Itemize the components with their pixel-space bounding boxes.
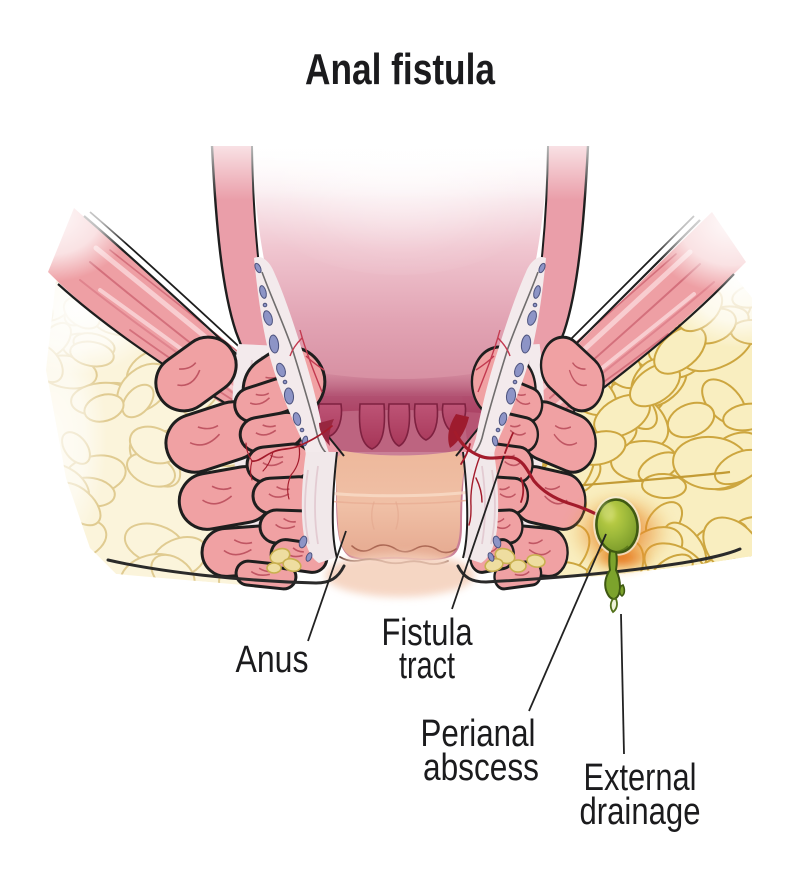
svg-text:abscess: abscess bbox=[423, 747, 539, 789]
svg-text:Perianal: Perianal bbox=[421, 713, 536, 755]
svg-text:tract: tract bbox=[399, 645, 455, 687]
svg-text:Anal fistula: Anal fistula bbox=[305, 45, 495, 94]
svg-text:Anus: Anus bbox=[236, 639, 309, 681]
svg-text:Fistula: Fistula bbox=[382, 612, 474, 654]
svg-text:External: External bbox=[584, 757, 697, 799]
svg-text:drainage: drainage bbox=[580, 791, 701, 833]
